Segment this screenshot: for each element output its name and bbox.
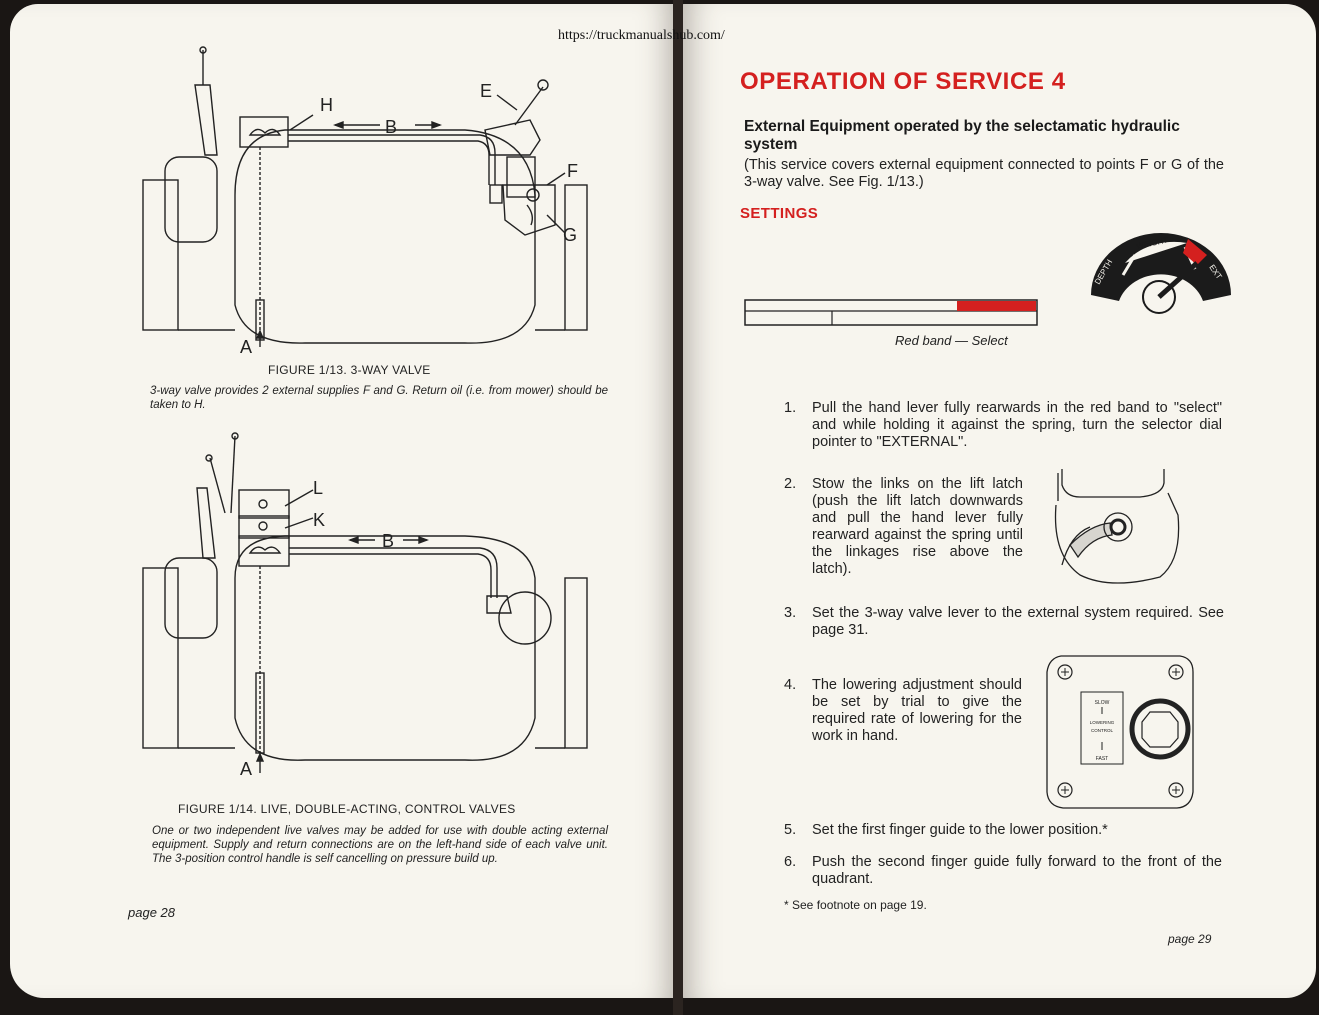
panel-lowering-label: LOWERING bbox=[1090, 720, 1115, 725]
label-e: E bbox=[480, 81, 492, 101]
footnote: * See footnote on page 19. bbox=[784, 898, 927, 912]
red-band-label: Red band — Select bbox=[895, 333, 1008, 348]
lift-latch-diagram bbox=[1054, 469, 1180, 584]
label-a: A bbox=[240, 759, 252, 778]
intro-paragraph: (This service covers external equipment … bbox=[744, 157, 1224, 190]
step-text: Stow the links on the lift latch (push t… bbox=[812, 476, 1023, 577]
subheading: External Equipment operated by the selec… bbox=[744, 118, 1180, 153]
step-number: 3. bbox=[784, 605, 797, 621]
book-spine bbox=[673, 0, 683, 1015]
step-number: 1. bbox=[784, 400, 797, 416]
left-page-number: page 28 bbox=[128, 905, 175, 920]
label-b: B bbox=[382, 531, 394, 551]
label-f: F bbox=[567, 161, 578, 181]
page-title: OPERATION OF SERVICE 4 bbox=[740, 68, 1066, 95]
left-page bbox=[10, 4, 678, 998]
selector-dial-diagram: DEPTH WEIGHT EXT bbox=[1091, 233, 1231, 314]
figure-1-13-caption: 3-way valve provides 2 external supplies… bbox=[150, 385, 608, 411]
label-l: L bbox=[313, 478, 323, 498]
label-a: A bbox=[240, 337, 252, 357]
step-number: 2. bbox=[784, 476, 797, 492]
label-h: H bbox=[320, 95, 333, 115]
figure-1-14-caption: One or two independent live valves may b… bbox=[152, 825, 608, 865]
step-number: 6. bbox=[784, 854, 797, 870]
figure-3-way-valve-diagram: H B E F G A bbox=[142, 46, 588, 357]
step-number: 5. bbox=[784, 822, 797, 838]
source-url: https://truckmanualshub.com/ bbox=[558, 28, 725, 43]
step-text: Push the second finger guide fully forwa… bbox=[812, 854, 1222, 887]
settings-heading: SETTINGS bbox=[740, 205, 819, 222]
right-page bbox=[680, 4, 1316, 998]
figure-1-14-title: FIGURE 1/14. LIVE, DOUBLE-ACTING, CONTRO… bbox=[178, 802, 516, 816]
quadrant-red-band-diagram bbox=[744, 299, 1038, 326]
step-number: 4. bbox=[784, 677, 797, 693]
label-b: B bbox=[385, 117, 397, 137]
figure-control-valves-diagram: L K B A bbox=[142, 432, 588, 778]
lowering-control-panel-diagram: SLOW LOWERING CONTROL FAST bbox=[1046, 655, 1194, 809]
figure-1-13-title: FIGURE 1/13. 3-WAY VALVE bbox=[268, 363, 431, 377]
panel-slow-label: SLOW bbox=[1095, 700, 1110, 706]
panel-control-label: CONTROL bbox=[1091, 728, 1113, 733]
step-text: Set the first finger guide to the lower … bbox=[812, 822, 1108, 838]
step-text: Pull the hand lever fully rearwards in t… bbox=[812, 400, 1222, 450]
panel-fast-label: FAST bbox=[1096, 756, 1109, 762]
step-text: The lowering adjustment should be set by… bbox=[812, 677, 1022, 744]
label-k: K bbox=[313, 510, 325, 530]
right-page-number: page 29 bbox=[1168, 932, 1212, 946]
label-g: G bbox=[563, 225, 577, 245]
step-text: Set the 3-way valve lever to the externa… bbox=[812, 605, 1224, 638]
